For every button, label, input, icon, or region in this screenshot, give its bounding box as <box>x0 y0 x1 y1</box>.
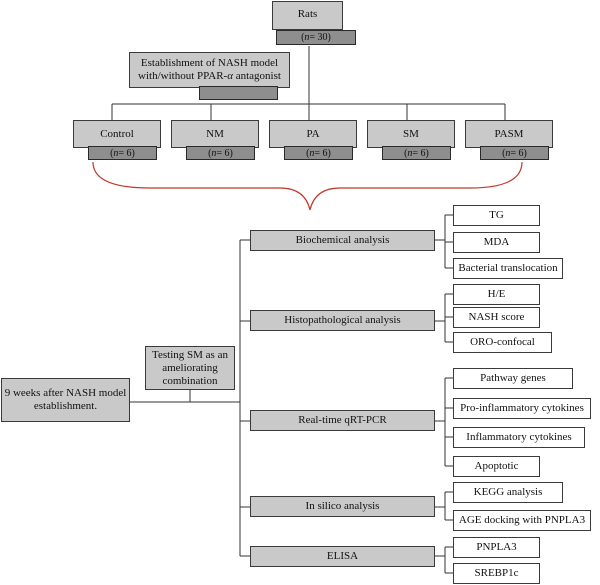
establishment-box: Establishment of NASH model with/without… <box>129 52 290 88</box>
analysis-item-label: Pathway genes <box>480 372 546 384</box>
analysis-item: NASH score <box>453 307 540 328</box>
analysis-item: TG <box>453 205 540 226</box>
analysis-item: AGE docking with PNPLA3 <box>453 510 591 531</box>
analysis-label: Histopathological analysis <box>284 314 401 326</box>
rats-box: Rats <box>272 1 343 30</box>
group-count: = 6) <box>314 147 331 159</box>
analysis-item-label: PNPLA3 <box>476 541 517 553</box>
analysis-item-label: Apoptotic <box>474 460 519 472</box>
establishment-line1: Establishment of NASH model <box>140 57 279 69</box>
group-box-pa: PA <box>269 120 357 148</box>
group-count: = 6) <box>118 147 135 159</box>
start-box: 9 weeks after NASH model establishment. <box>1 378 130 422</box>
group-count-badge: (n = 6) <box>284 146 353 160</box>
analysis-item-label: NASH score <box>468 311 525 323</box>
analysis-item-label: Bacterial translocation <box>458 262 558 274</box>
analysis-item-label: Inflammatory cytokines <box>466 431 572 443</box>
analysis-item: Apoptotic <box>453 456 540 477</box>
analysis-box-biochemical-analysis: Biochemical analysis <box>250 230 435 251</box>
analysis-item: SREBP1c <box>453 563 540 584</box>
analysis-item-label: H/E <box>487 288 506 300</box>
group-label: PA <box>306 127 320 140</box>
group-label: SM <box>403 127 419 140</box>
establishment-line2: with/without PPAR-α antagonist <box>138 70 281 82</box>
analysis-item-label: SREBP1c <box>474 567 519 579</box>
analysis-item: KEGG analysis <box>453 482 563 503</box>
rats-count-badge: (n = 30) <box>276 30 356 45</box>
group-count-badge: (n = 6) <box>88 146 157 160</box>
establishment-badge <box>199 86 278 100</box>
analysis-item-label: Pro-inflammatory cytokines <box>460 402 584 414</box>
rats-title: Rats <box>297 8 318 20</box>
analysis-item-label: AGE docking with PNPLA3 <box>458 514 586 526</box>
analysis-box-in-silico-analysis: In silico analysis <box>250 496 435 517</box>
testing-line1: Testing SM as an <box>152 348 228 361</box>
rats-n-var: n <box>304 32 310 43</box>
analysis-item: Bacterial translocation <box>453 258 563 279</box>
testing-box: Testing SM as an ameliorating combinatio… <box>145 346 235 390</box>
analysis-item: PNPLA3 <box>453 537 540 558</box>
group-count-badge: (n = 6) <box>186 146 255 160</box>
analysis-box-histopathological-analysis: Histopathological analysis <box>250 310 435 331</box>
group-label: PASM <box>494 127 524 140</box>
rats-n-rest: = 30) <box>309 32 331 43</box>
group-count-badge: (n = 6) <box>480 146 549 160</box>
analysis-label: ELISA <box>326 550 359 562</box>
analysis-item-label: TG <box>489 209 504 221</box>
testing-line3: combination <box>162 374 218 387</box>
analysis-label: Real-time qRT-PCR <box>298 414 387 426</box>
analysis-item: Inflammatory cytokines <box>453 427 585 448</box>
group-count: = 6) <box>412 147 429 159</box>
group-box-nm: NM <box>171 120 259 148</box>
group-box-sm: SM <box>367 120 455 148</box>
start-line1: 9 weeks after NASH model <box>4 387 127 399</box>
start-line2: establishment. <box>33 400 98 412</box>
group-count: = 6) <box>510 147 527 159</box>
analysis-item: Pathway genes <box>453 368 573 389</box>
analysis-label: Biochemical analysis <box>295 234 390 246</box>
group-count-badge: (n = 6) <box>382 146 451 160</box>
group-box-control: Control <box>73 120 161 148</box>
group-label: Control <box>100 127 134 140</box>
group-brace <box>92 161 523 211</box>
group-count: = 6) <box>216 147 233 159</box>
analysis-item: ORO-confocal <box>453 332 552 353</box>
analysis-item: Pro-inflammatory cytokines <box>453 398 591 419</box>
analysis-item: H/E <box>453 284 540 305</box>
analysis-item-label: ORO-confocal <box>470 336 535 348</box>
group-box-pasm: PASM <box>465 120 553 148</box>
analysis-box-elisa: ELISA <box>250 546 435 567</box>
testing-line2: ameliorating <box>162 361 218 374</box>
group-label: NM <box>206 127 224 140</box>
analysis-label: In silico analysis <box>305 500 380 512</box>
analysis-item: MDA <box>453 232 540 253</box>
analysis-item-label: KEGG analysis <box>473 486 543 498</box>
analysis-item-label: MDA <box>483 236 510 248</box>
analysis-box-real-time-qrt-pcr: Real-time qRT-PCR <box>250 410 435 431</box>
